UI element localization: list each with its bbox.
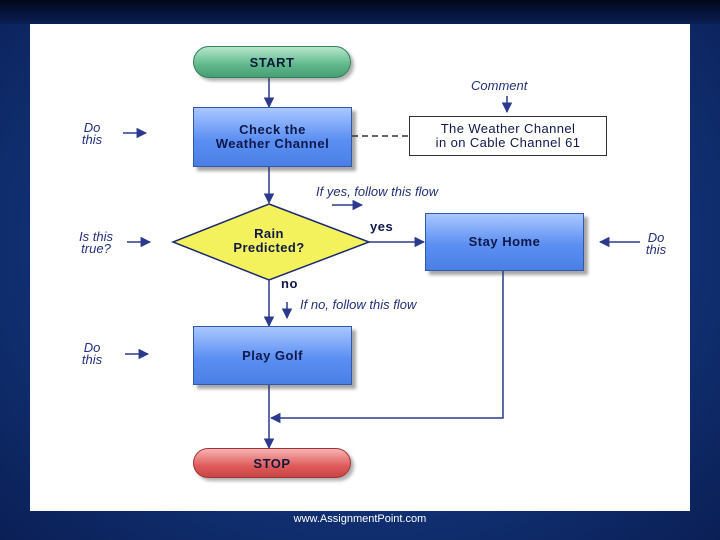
no-label: no bbox=[281, 276, 298, 291]
decision-label-line-1: Rain bbox=[254, 226, 284, 241]
side-note-is-this-true-line-2: true? bbox=[81, 241, 111, 256]
start-label: START bbox=[249, 54, 295, 70]
side-note-do-this-right: Do this bbox=[638, 230, 674, 257]
slide-top-band bbox=[0, 0, 720, 24]
play-golf-box: Play Golf bbox=[193, 326, 352, 385]
side-note-do-this-right-line-2: this bbox=[645, 242, 667, 257]
comment-header: Comment bbox=[471, 78, 528, 93]
side-note-do-this-right-line-1: Do bbox=[647, 230, 665, 245]
check-label-line-2: Weather Channel bbox=[215, 136, 330, 151]
if-no-note: If no, follow this flow bbox=[300, 297, 417, 312]
stop-terminal: STOP bbox=[193, 448, 351, 478]
footer-url: www.AssignmentPoint.com bbox=[293, 513, 427, 525]
side-note-do-this-2-line-2: this bbox=[81, 352, 103, 367]
start-terminal: START bbox=[193, 46, 351, 78]
stay-home-label: Stay Home bbox=[468, 234, 541, 249]
side-note-do-this-1: Do this bbox=[72, 120, 112, 147]
side-note-is-this-true: Is this true? bbox=[70, 229, 122, 256]
stop-label: STOP bbox=[253, 455, 291, 471]
yes-label: yes bbox=[370, 219, 394, 234]
decision-label: Rain Predicted? bbox=[219, 227, 319, 255]
comment-line-1: The Weather Channel bbox=[440, 121, 576, 136]
side-note-do-this-2: Do this bbox=[72, 340, 112, 367]
line-stay-home-to-merge bbox=[269, 270, 504, 424]
comment-line-2: in on Cable Channel 61 bbox=[435, 135, 581, 150]
side-note-do-this-2-line-1: Do bbox=[83, 340, 101, 355]
stay-home-box: Stay Home bbox=[425, 213, 584, 271]
decision-label-line-2: Predicted? bbox=[233, 240, 305, 255]
if-yes-note: If yes, follow this flow bbox=[316, 184, 439, 199]
side-note-do-this-1-line-2: this bbox=[81, 132, 103, 147]
side-note-do-this-1-line-1: Do bbox=[83, 120, 101, 135]
comment-box: The Weather Channel in on Cable Channel … bbox=[409, 116, 607, 156]
check-weather-box: Check the Weather Channel bbox=[193, 107, 352, 167]
play-golf-label: Play Golf bbox=[242, 347, 303, 363]
side-note-is-this-true-line-1: Is this bbox=[79, 229, 113, 244]
check-label-line-1: Check the bbox=[239, 122, 306, 137]
